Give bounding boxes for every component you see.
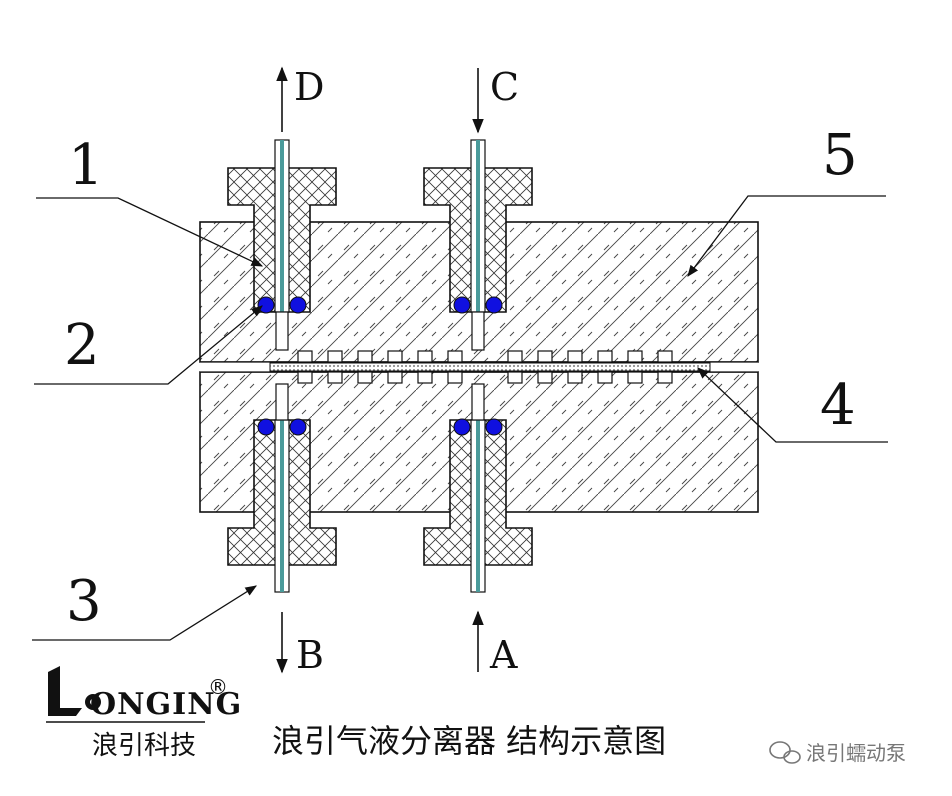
- logo-icon: [48, 666, 101, 716]
- o-rings: [257, 296, 503, 436]
- logo-subtitle: 浪引科技: [92, 731, 196, 761]
- callout-3: 3: [66, 569, 102, 634]
- callout-4: 4: [820, 373, 856, 438]
- callout-1: 1: [68, 133, 104, 198]
- membrane-layer: [269, 362, 711, 372]
- watermark-text: 浪引蠕动泵: [806, 741, 906, 765]
- logo-brand-text: ONGING: [90, 687, 242, 722]
- logo-registered-mark: ®: [208, 675, 228, 699]
- callout-5: 5: [822, 123, 858, 188]
- wechat-icon: [769, 741, 801, 764]
- port-arrows: [276, 66, 484, 674]
- port-label-d: D: [294, 65, 324, 109]
- port-label-a: A: [489, 633, 518, 677]
- diagram-caption: 浪引气液分离器 结构示意图: [272, 722, 666, 760]
- channel-ribs: [297, 350, 673, 384]
- callout-2: 2: [64, 313, 100, 378]
- fitting-upper-right: [423, 139, 533, 351]
- port-label-b: B: [296, 633, 324, 677]
- port-label-c: C: [490, 65, 519, 109]
- leader-lines: [32, 195, 888, 641]
- fitting-upper-left: [227, 139, 337, 351]
- fitting-lower-right: [423, 383, 533, 593]
- fitting-lower-left: [227, 383, 337, 593]
